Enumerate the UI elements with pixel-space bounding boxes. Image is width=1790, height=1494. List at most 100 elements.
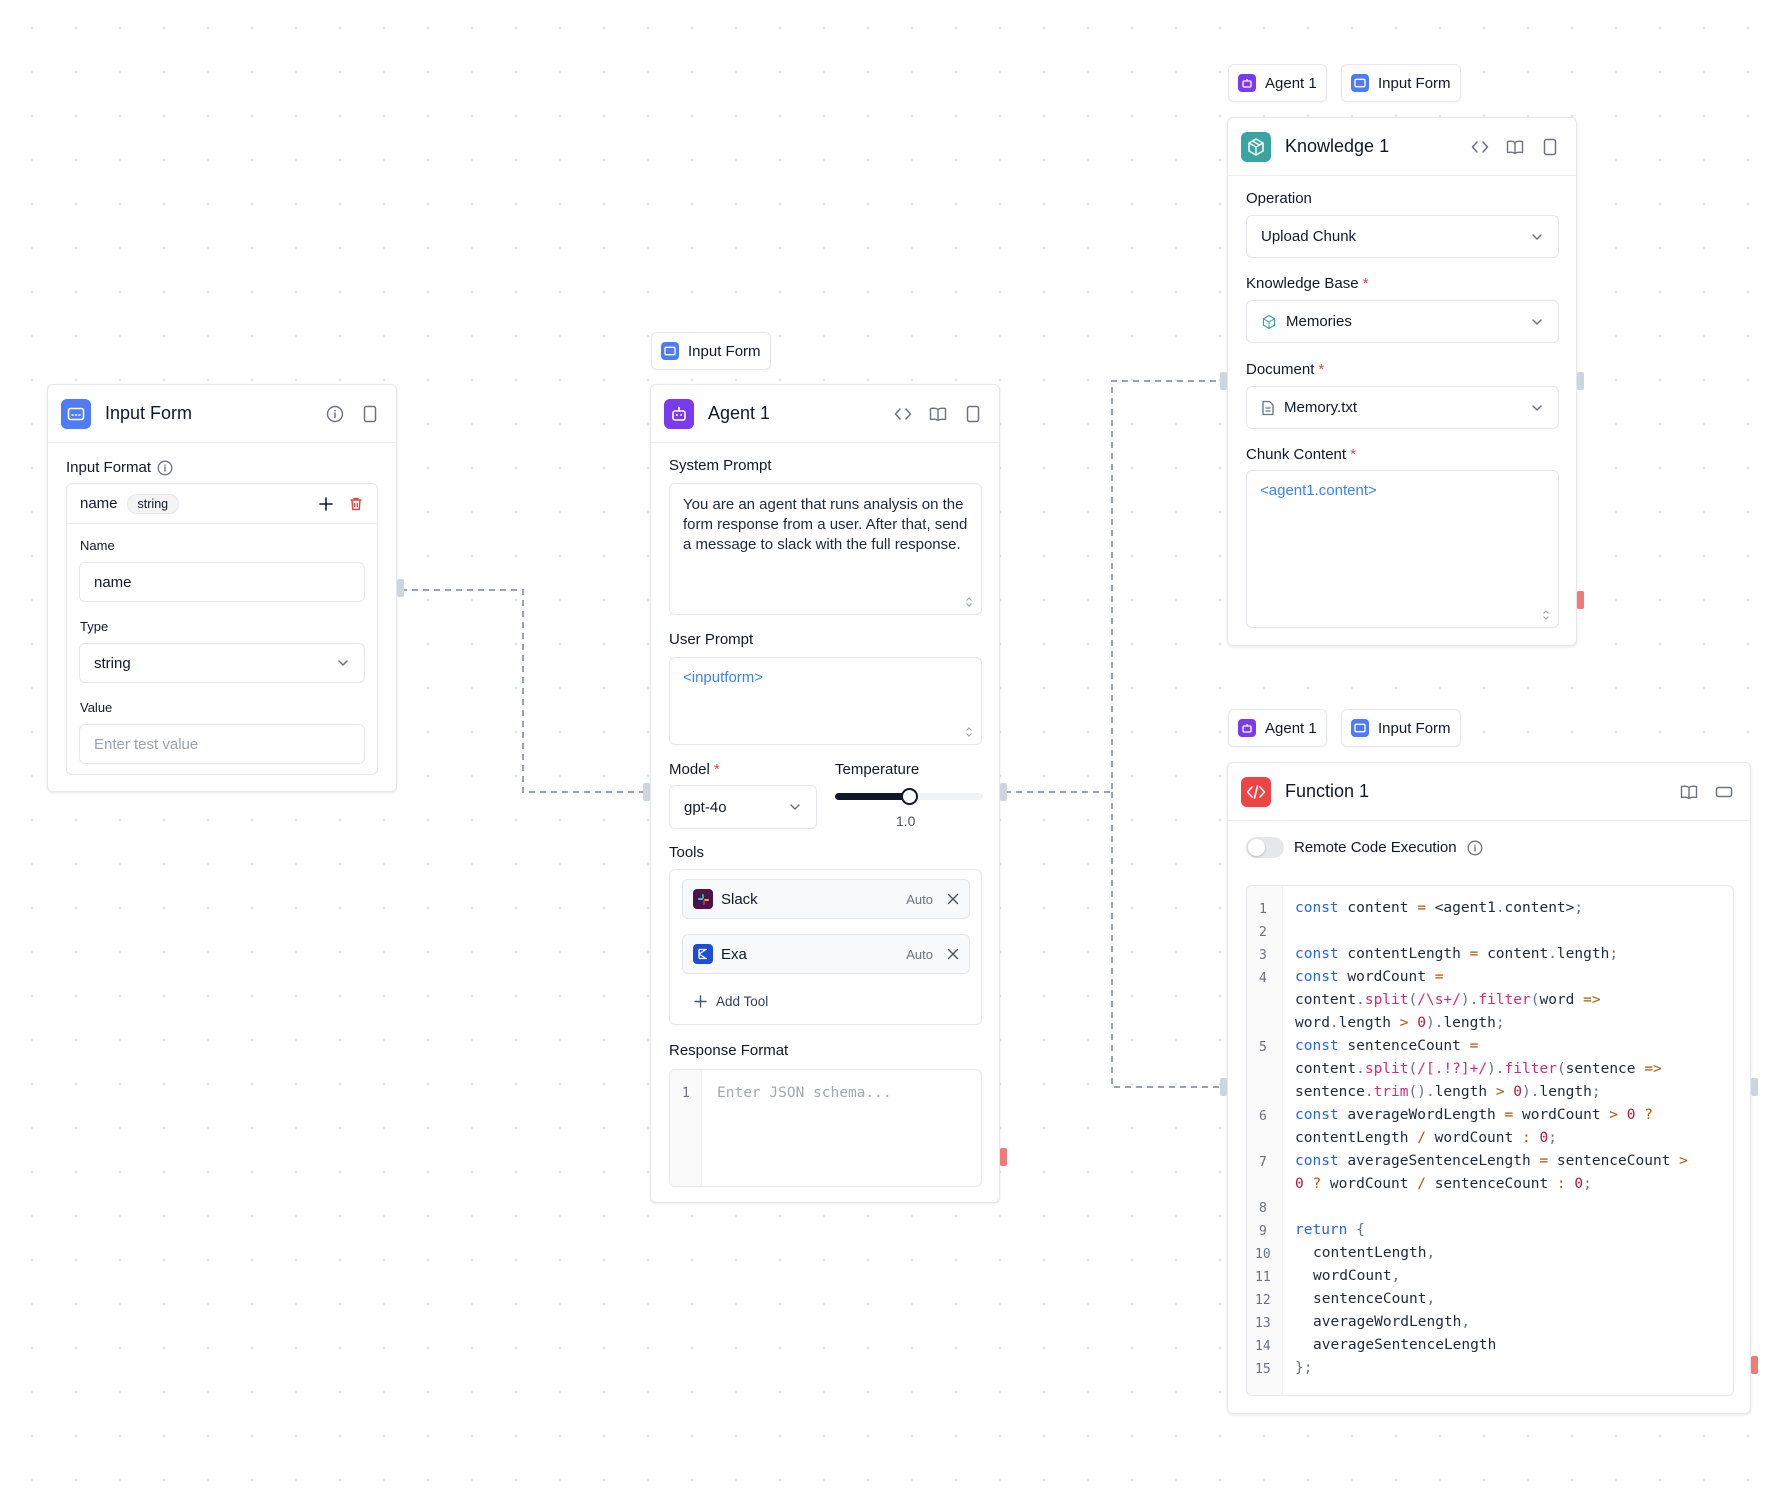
book-icon[interactable] xyxy=(1678,781,1699,802)
delete-field-icon[interactable] xyxy=(348,496,364,512)
remote-code-toggle[interactable] xyxy=(1246,837,1284,858)
field-header-row: name string xyxy=(67,484,377,524)
agent-source-chip-input-form[interactable]: Input Form xyxy=(651,332,771,370)
agent-block[interactable]: Agent 1 System Prompt You are an agent t… xyxy=(650,384,1000,1203)
system-prompt-textarea[interactable]: You are an agent that runs analysis on t… xyxy=(669,483,982,615)
knowledge-output-handle[interactable] xyxy=(1577,372,1584,390)
line-number: 4 xyxy=(1259,971,1267,986)
knowledge-base-select[interactable]: Memories xyxy=(1246,300,1559,343)
layout-toggle-icon[interactable] xyxy=(1713,781,1734,802)
code-icon[interactable] xyxy=(1469,136,1490,157)
input-form-output-handle[interactable] xyxy=(397,579,404,597)
line-number: 5 xyxy=(1259,1040,1267,1055)
line-number: 13 xyxy=(1255,1316,1271,1331)
resize-icon[interactable] xyxy=(1542,609,1550,621)
temperature-value: 1.0 xyxy=(896,813,916,829)
line-number: 3 xyxy=(1259,948,1267,963)
chunk-content-textarea[interactable]: <agent1.content> xyxy=(1246,470,1559,628)
add-tool-button[interactable]: Add Tool xyxy=(694,994,768,1009)
editor-gutter xyxy=(1247,886,1283,1395)
line-number: 14 xyxy=(1255,1339,1271,1354)
code-line: const wordCount = xyxy=(1295,969,1444,985)
agent-robot-icon xyxy=(1238,74,1256,92)
function-block[interactable]: Function 1 Remote Code Execution 1 2 3 4… xyxy=(1227,762,1751,1414)
function-code-icon xyxy=(1241,776,1271,807)
chevron-down-icon xyxy=(338,660,348,666)
function-input-handle[interactable] xyxy=(1220,1078,1227,1096)
user-prompt-textarea[interactable]: <inputform> xyxy=(669,657,982,745)
close-icon[interactable] xyxy=(947,948,959,960)
input-form-header: Input Form xyxy=(48,385,396,443)
agent-error-handle[interactable] xyxy=(1000,1148,1007,1166)
name-input[interactable]: name xyxy=(79,562,365,602)
agent-output-handle[interactable] xyxy=(1000,783,1007,801)
resize-icon[interactable] xyxy=(965,726,973,738)
operation-select[interactable]: Upload Chunk xyxy=(1246,215,1559,258)
tool-mode[interactable]: Auto xyxy=(906,891,933,907)
code-line: content.split(/\s+/).filter(word => xyxy=(1295,992,1601,1008)
tools-panel: Slack Auto Exa Auto Add Tool xyxy=(669,869,982,1025)
code-line: return { xyxy=(1295,1222,1365,1238)
type-select[interactable]: string xyxy=(79,643,365,683)
layout-toggle-icon[interactable] xyxy=(1539,136,1560,157)
line-number: 11 xyxy=(1255,1270,1271,1285)
code-icon[interactable] xyxy=(892,403,913,424)
info-icon[interactable] xyxy=(324,403,345,424)
model-select[interactable]: gpt-4o xyxy=(669,785,817,829)
input-form-block[interactable]: Input Form Input Format name string Name… xyxy=(47,384,397,792)
knowledge-package-icon xyxy=(1262,314,1276,329)
response-format-label: Response Format xyxy=(669,1042,789,1059)
code-line: 0 ? wordCount / sentenceCount : 0; xyxy=(1295,1176,1592,1192)
agent-robot-icon xyxy=(1238,719,1256,737)
field-name: name xyxy=(80,495,118,512)
function-error-handle[interactable] xyxy=(1751,1356,1758,1374)
book-icon[interactable] xyxy=(1504,136,1525,157)
line-number: 12 xyxy=(1255,1293,1271,1308)
layout-toggle-icon[interactable] xyxy=(962,403,983,424)
response-format-editor[interactable]: 1 Enter JSON schema... xyxy=(669,1069,982,1187)
info-icon[interactable] xyxy=(157,460,173,476)
tool-row-slack[interactable]: Slack Auto xyxy=(682,879,970,919)
function-source-chip-agent[interactable]: Agent 1 xyxy=(1228,709,1327,747)
tools-label: Tools xyxy=(669,844,705,861)
info-icon[interactable] xyxy=(1467,840,1483,856)
line-number: 6 xyxy=(1259,1109,1267,1124)
knowledge-error-handle[interactable] xyxy=(1577,591,1584,609)
layout-toggle-icon[interactable] xyxy=(359,403,380,424)
temperature-slider[interactable] xyxy=(835,787,983,805)
code-line: }; xyxy=(1295,1360,1313,1376)
slider-fill xyxy=(835,793,909,800)
add-field-icon[interactable] xyxy=(318,496,334,512)
function-source-chip-input-form[interactable]: Input Form xyxy=(1341,709,1461,747)
code-editor[interactable]: 1 2 3 4 5 6 7 8 9 10 11 12 13 14 15 cons… xyxy=(1246,885,1734,1396)
tool-mode[interactable]: Auto xyxy=(906,946,933,962)
function-output-handle[interactable] xyxy=(1751,1078,1758,1096)
input-form-icon xyxy=(1351,719,1369,737)
input-form-title: Input Form xyxy=(105,403,193,423)
document-select[interactable]: Memory.txt xyxy=(1246,386,1559,429)
agent-header: Agent 1 xyxy=(651,385,999,443)
code-line: wordCount, xyxy=(1313,1268,1401,1284)
tool-row-exa[interactable]: Exa Auto xyxy=(682,934,970,974)
knowledge-source-chip-input-form[interactable]: Input Form xyxy=(1341,64,1461,102)
slider-thumb[interactable] xyxy=(901,788,918,805)
model-label: Model* xyxy=(669,761,720,778)
value-input[interactable]: Enter test value xyxy=(79,724,365,764)
knowledge-block[interactable]: Knowledge 1 Operation Upload Chunk Knowl… xyxy=(1227,117,1577,646)
knowledge-source-chip-agent[interactable]: Agent 1 xyxy=(1228,64,1327,102)
agent-input-handle[interactable] xyxy=(643,783,650,801)
operation-label: Operation xyxy=(1246,190,1312,207)
temperature-label: Temperature xyxy=(835,761,920,778)
line-number: 1 xyxy=(1259,902,1267,917)
tool-name: Slack xyxy=(721,890,758,908)
agent-title: Agent 1 xyxy=(708,403,771,423)
value-label: Value xyxy=(80,700,113,715)
knowledge-base-label: Knowledge Base* xyxy=(1246,275,1369,292)
chevron-down-icon xyxy=(1532,318,1542,325)
resize-icon[interactable] xyxy=(965,596,973,608)
close-icon[interactable] xyxy=(947,893,959,905)
book-icon[interactable] xyxy=(927,403,948,424)
code-line: sentenceCount, xyxy=(1313,1291,1436,1307)
system-prompt-label: System Prompt xyxy=(669,457,772,474)
knowledge-input-handle[interactable] xyxy=(1220,372,1227,390)
